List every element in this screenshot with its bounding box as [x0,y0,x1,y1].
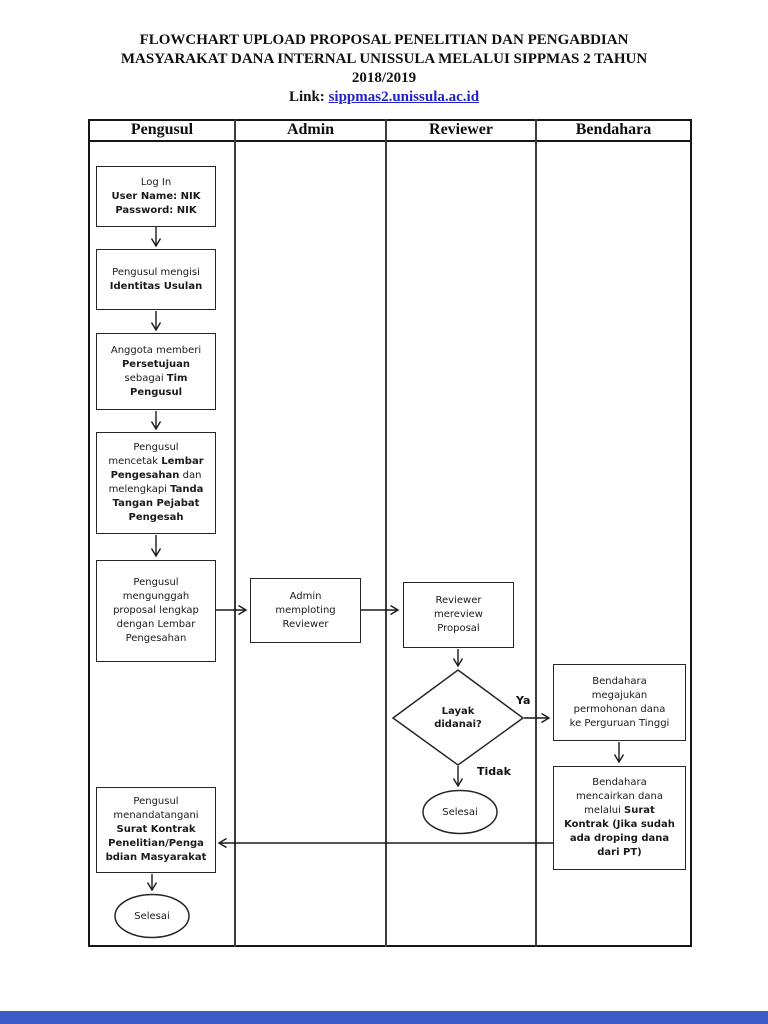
lane-header-bendahara: Bendahara [575,121,652,138]
lane-header-reviewer: Reviewer [429,121,493,138]
document-title: FLOWCHART UPLOAD PROPOSAL PENELITIAN DAN… [0,31,768,107]
lane-header-admin: Admin [286,121,335,138]
title-link-line: Link: sippmas2.unissula.ac.id [0,88,768,107]
edge-label-ya: Ya [516,694,531,707]
bottom-progress-bar [0,1011,768,1024]
edge-label-tidak: Tidak [477,765,511,778]
header-row-divider [88,140,692,142]
terminal-selesai-reviewer-label: Selesai [442,806,478,818]
link-label: Link: [288,89,329,105]
terminal-selesai-pengusul-label: Selesai [134,910,170,922]
lane-divider-2 [385,119,387,947]
title-link[interactable]: sippmas2.unissula.ac.id [328,89,480,105]
swimlane-table-frame [88,119,692,947]
lane-divider-1 [234,119,236,947]
lane-divider-3 [535,119,537,947]
title-line-2: MASYARAKAT DANA INTERNAL UNISSULA MELALU… [120,51,648,67]
title-line-1: FLOWCHART UPLOAD PROPOSAL PENELITIAN DAN… [139,32,629,48]
lane-header-pengusul: Pengusul [130,121,194,138]
title-line-3: 2018/2019 [351,70,417,86]
